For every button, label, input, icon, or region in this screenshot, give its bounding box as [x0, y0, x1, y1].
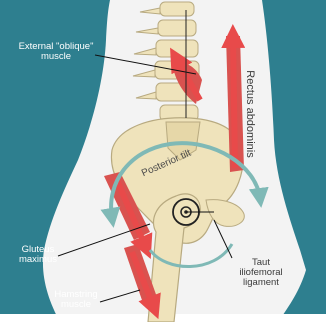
hamstring-muscle-label: Hamstring muscle	[44, 290, 108, 310]
ligament-label-line3: ligament	[226, 278, 296, 288]
gluteus-maximus-label: Gluteus maximus	[8, 245, 68, 265]
hamstring-label-line2: muscle	[44, 300, 108, 310]
rectus-abdominis-label: Rectus abdominis	[244, 69, 256, 159]
gluteus-label-line2: maximus	[8, 255, 68, 265]
rectus-force-arrow	[233, 36, 235, 168]
iliofemoral-ligament-label: Taut iliofemoral ligament	[226, 258, 296, 288]
external-oblique-label-line2: muscle	[8, 52, 104, 62]
external-oblique-label: External "oblique" muscle	[8, 42, 104, 62]
